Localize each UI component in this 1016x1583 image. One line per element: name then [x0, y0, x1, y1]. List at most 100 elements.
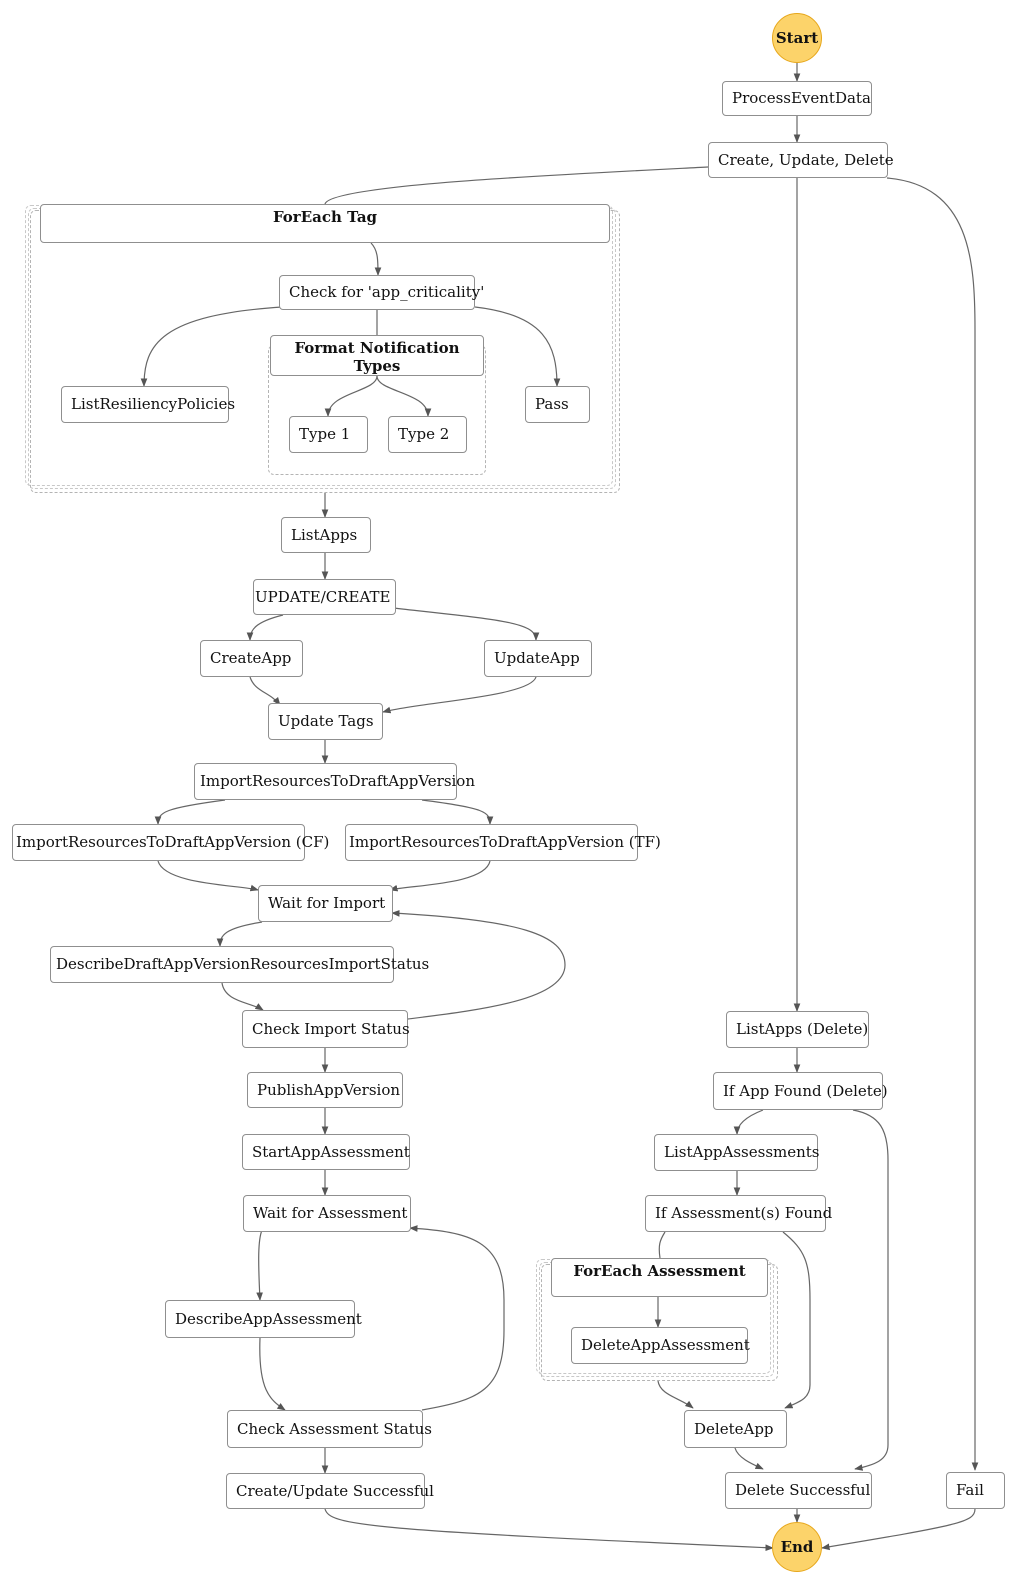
node-update-tags[interactable]: Update Tags	[268, 703, 383, 740]
node-describe-app-assessment[interactable]: DescribeAppAssessment	[165, 1300, 362, 1338]
node-delete-app-assessment[interactable]: DeleteAppAssessment	[571, 1327, 750, 1364]
node-check-import-status[interactable]: Check Import Status	[242, 1010, 410, 1048]
node-label: Type 1	[299, 425, 351, 443]
edge-cud-foreach-tag	[324, 166, 709, 205]
edge-deleteapp-deletesuccess	[734, 1447, 764, 1470]
node-label: PublishAppVersion	[257, 1080, 401, 1099]
edge-check-listresiliency	[140, 306, 283, 387]
group-foreach-assessment-header[interactable]: ForEach Assessment	[551, 1258, 768, 1297]
node-label: Check Assessment Status	[237, 1419, 432, 1438]
group-title: ForEach Assessment	[573, 1262, 746, 1280]
group-format-notification-types-header[interactable]: Format Notification Types	[270, 335, 484, 376]
node-list-resiliency-policies[interactable]: ListResiliencyPolicies	[61, 386, 235, 423]
node-check-assessment-status[interactable]: Check Assessment Status	[227, 1410, 432, 1448]
node-describe-import-status[interactable]: DescribeDraftAppVersionResourcesImportSt…	[50, 946, 429, 983]
edge-ifapp-deletesuccess	[852, 1109, 889, 1471]
node-label: UpdateApp	[494, 649, 580, 667]
edge-cud-fail	[886, 177, 979, 1471]
node-label: ImportResourcesToDraftAppVersion	[200, 772, 476, 790]
node-label: DeleteApp	[694, 1419, 774, 1438]
node-check-app-criticality[interactable]: Check for 'app_criticality'	[279, 275, 484, 310]
node-update-create[interactable]: UPDATE/CREATE	[253, 579, 396, 615]
group-title: Format Notification Types	[294, 339, 460, 375]
edge-wait-describeassess	[256, 1229, 263, 1301]
node-pass[interactable]: Pass	[525, 386, 590, 423]
edge-wait-describe	[216, 921, 263, 947]
node-label: ImportResourcesToDraftAppVersion (TF)	[349, 833, 661, 851]
node-label: CreateApp	[210, 649, 292, 667]
node-label: Pass	[535, 395, 569, 413]
node-label: ListApps (Delete)	[736, 1020, 869, 1038]
node-label: Create/Update Successful	[236, 1481, 434, 1500]
node-type-1[interactable]: Type 1	[289, 416, 368, 453]
node-label: ListApps	[291, 525, 358, 544]
start-node[interactable]: Start	[772, 13, 822, 63]
edge-import-tf	[421, 799, 494, 825]
node-import-resources-tf[interactable]: ImportResourcesToDraftAppVersion (TF)	[345, 824, 661, 861]
node-start-app-assessment[interactable]: StartAppAssessment	[242, 1134, 410, 1170]
edge-check-pass	[474, 306, 561, 387]
node-label: ListAppAssessments	[664, 1143, 820, 1161]
node-label: ImportResourcesToDraftAppVersion (CF)	[16, 833, 330, 851]
node-list-app-assessments[interactable]: ListAppAssessments	[654, 1134, 820, 1171]
end-node[interactable]: End	[772, 1522, 822, 1572]
node-publish-app-version[interactable]: PublishAppVersion	[247, 1072, 403, 1108]
node-fail[interactable]: Fail	[946, 1472, 1005, 1509]
node-label: ProcessEventData	[732, 89, 871, 107]
node-label: Fail	[956, 1481, 984, 1499]
edge-describeassess-checkassess	[259, 1337, 286, 1411]
edge-createapp-updatetags	[249, 676, 281, 706]
node-label: Type 2	[398, 425, 450, 443]
edge-describe-check	[221, 982, 264, 1011]
node-label: Create, Update, Delete	[718, 150, 894, 169]
group-foreach-tag-header[interactable]: ForEach Tag	[40, 204, 610, 243]
node-if-assessments-found[interactable]: If Assessment(s) Found	[645, 1195, 832, 1232]
start-label: Start	[775, 29, 819, 47]
node-wait-for-assessment[interactable]: Wait for Assessment	[243, 1195, 411, 1232]
node-list-apps[interactable]: ListApps	[281, 517, 371, 553]
node-label: DescribeAppAssessment	[175, 1309, 362, 1328]
edge-format-type1	[324, 375, 378, 417]
edge-ifassess-deleteapp	[782, 1231, 811, 1409]
node-delete-successful[interactable]: Delete Successful	[725, 1472, 872, 1509]
node-process-event-data[interactable]: ProcessEventData	[722, 81, 872, 116]
node-if-app-found-delete[interactable]: If App Found (Delete)	[713, 1072, 888, 1110]
edge-checkassess-wait-loop	[409, 1225, 505, 1411]
node-label: Check for 'app_criticality'	[289, 283, 485, 301]
node-label: Delete Successful	[735, 1481, 871, 1499]
edge-ifapp-listassess	[733, 1109, 764, 1135]
node-wait-for-import[interactable]: Wait for Import	[258, 885, 393, 922]
node-list-apps-delete[interactable]: ListApps (Delete)	[726, 1011, 869, 1048]
edge-success-end	[324, 1508, 774, 1552]
node-label: Check Import Status	[252, 1019, 410, 1038]
edge-import-cf	[154, 799, 226, 825]
node-delete-app[interactable]: DeleteApp	[684, 1410, 787, 1448]
node-label: DescribeDraftAppVersionResourcesImportSt…	[56, 955, 430, 973]
node-type-2[interactable]: Type 2	[388, 416, 467, 453]
edge-fail-end	[821, 1508, 976, 1551]
node-label: UPDATE/CREATE	[255, 587, 391, 606]
node-label: Wait for Assessment	[253, 1204, 408, 1222]
end-label: End	[780, 1538, 814, 1556]
node-import-resources[interactable]: ImportResourcesToDraftAppVersion	[194, 763, 475, 800]
edge-ifassess-foreach	[658, 1231, 666, 1259]
edge-tf-wait	[389, 860, 491, 892]
edge-cf-wait	[157, 860, 259, 892]
node-update-app[interactable]: UpdateApp	[484, 640, 592, 677]
node-label: If App Found (Delete)	[723, 1081, 888, 1100]
edge-uc-createapp	[246, 614, 284, 641]
node-create-update-delete[interactable]: Create, Update, Delete	[708, 142, 894, 178]
edge-updateapp-updatetags	[382, 676, 537, 714]
node-create-update-successful[interactable]: Create/Update Successful	[226, 1473, 434, 1509]
edge-check-wait-loop	[391, 910, 566, 1020]
node-import-resources-cf[interactable]: ImportResourcesToDraftAppVersion (CF)	[12, 824, 329, 861]
node-label: StartAppAssessment	[252, 1142, 410, 1161]
node-label: Wait for Import	[268, 894, 386, 912]
group-title: ForEach Tag	[272, 208, 378, 226]
node-label: Update Tags	[278, 712, 374, 730]
edge-format-type2	[376, 375, 432, 417]
node-label: DeleteAppAssessment	[581, 1336, 750, 1354]
node-create-app[interactable]: CreateApp	[200, 640, 303, 677]
edge-uc-updateapp	[392, 607, 540, 641]
